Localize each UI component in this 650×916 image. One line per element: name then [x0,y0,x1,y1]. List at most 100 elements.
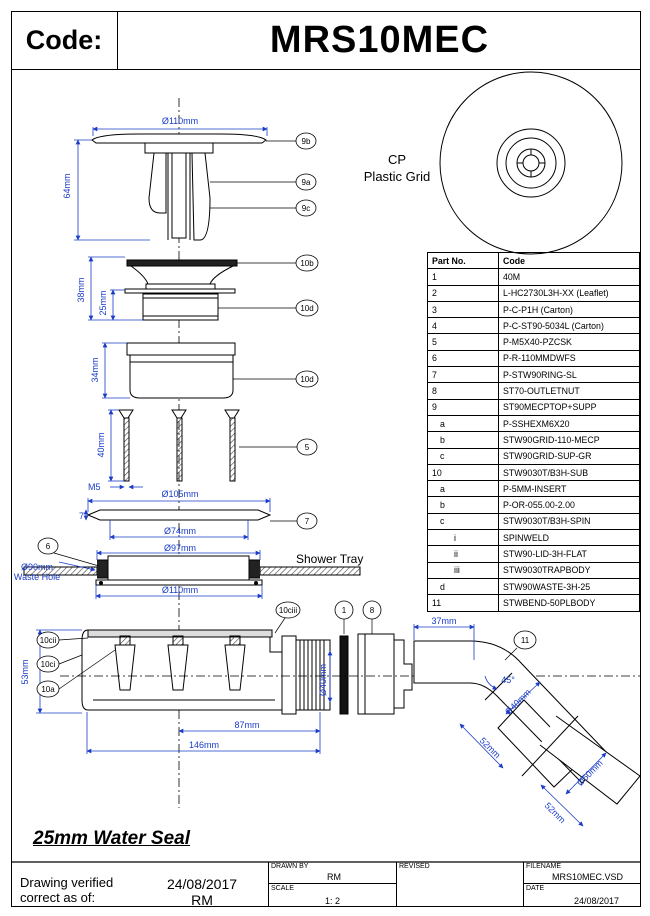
dim-146-text: 146mm [189,740,219,750]
filename-label: FILENAME [526,863,562,870]
part-code: ST70-OUTLETNUT [498,382,640,400]
part-no: 11 [427,594,499,612]
filename-cell: FILENAME MRS10MEC.VSD [523,862,641,884]
dim-25-text: 25mm [98,290,108,315]
bend-part [413,640,641,805]
nut-part [126,342,236,399]
dim-52b-text: 52mm [543,800,568,825]
part-no: 3 [427,300,499,319]
callout-9a: 9a [295,173,317,191]
dim-97-text: Ø97mm [164,543,196,553]
callout-10a: 10a [36,680,60,698]
grid-caption-1: CP [388,152,406,167]
verified-line-2: correct as of: [20,890,96,905]
part-code: P-M5X40-PZCSK [498,333,640,351]
parts-table-header: Part No. Code [427,251,640,270]
header-part-no: Part No. [427,251,499,270]
part-no: a [427,414,499,433]
grid-top-part [91,133,267,241]
part-no: c [427,512,499,531]
callout-7: 7 [296,512,318,530]
dim-body [36,629,333,754]
drawing-frame [11,11,641,907]
part-no: i [427,529,499,547]
callout-6: 6 [37,537,59,555]
part-code: L-HC2730L3H-XX (Leaflet) [498,284,640,302]
part-code: 40M [498,268,640,286]
shower-tray [23,555,361,586]
callout-10b: 10b [295,254,319,272]
part-no: 5 [427,333,499,351]
dim-64-text: 64mm [62,173,72,198]
dim-40-text: 40mm [96,432,106,457]
model-code: MRS10MEC [118,11,641,70]
dim-bend [413,624,607,827]
svg-text:7: 7 [305,517,310,526]
date-label: DATE [526,885,545,892]
svg-text:9a: 9a [302,178,311,187]
dim-74-text: Ø74mm [164,526,196,536]
svg-text:10b: 10b [300,259,314,268]
part-code: ST90MECPTOP+SUPP [498,398,640,416]
callout-9b: 9b [295,132,317,150]
drawn-by-label: DRAWN BY [271,863,309,870]
dim-7-text: 7 [79,511,84,521]
dim-38-25 [88,256,143,321]
date-value: 24/08/2017 [574,896,620,906]
dim-38-text: 38mm [76,277,86,302]
dim-52a-text: 52mm [478,735,503,760]
scale-value: 1: 2 [325,896,341,906]
waste-hole-text-1: Ø90mm [21,562,53,572]
drawn-by-cell: DRAWN BY RM [268,862,396,884]
part-code: STW90WASTE-3H-25 [498,577,640,596]
svg-text:9b: 9b [302,137,311,146]
dim-34 [102,342,130,399]
part-no: iii [427,561,499,579]
part-code: P-R-110MMDWFS [498,349,640,368]
date-cell: DATE 24/08/2017 [523,884,641,907]
verified-line-1: Drawing verified [20,875,114,890]
dim-40-outlet-text: Ø40mm [318,664,328,696]
part-code: STW90GRID-110-MECP [498,431,640,449]
part-code: SPINWELD [498,529,640,547]
verified-date: 24/08/2017 RM [136,862,268,908]
part-no: 7 [427,366,499,384]
dim-34-text: 34mm [90,357,100,382]
dim-m5-text: M5 [88,482,101,492]
revised-cell: REVISED [396,862,523,907]
svg-text:10ci: 10ci [41,660,56,669]
part-no: d [427,577,499,596]
dim-97-110 [58,550,263,599]
svg-text:10a: 10a [41,685,55,694]
dim-105-74 [83,498,271,540]
part-no: 9 [427,398,499,416]
code-label: Code: [11,11,118,70]
top-body-part [124,259,238,321]
callout-leaders [53,140,518,690]
svg-text:1: 1 [342,606,347,615]
verified-date-value: 24/08/2017 [166,876,238,892]
dim-53-text: 53mm [20,659,30,684]
part-code: STW90GRID-SUP-GR [498,447,640,465]
scale-cell: SCALE 1: 2 [268,884,396,907]
part-code: P-OR-055.00-2.00 [498,496,640,514]
dim-110-top [74,126,268,241]
revised-label: REVISED [399,863,430,870]
grid-plan-view [439,71,623,255]
verified-label: Drawing verified correct as of: [11,862,136,907]
callout-11: 11 [513,630,537,650]
screws [118,409,240,482]
waste-body [81,629,413,715]
scale-label: SCALE [271,885,294,892]
